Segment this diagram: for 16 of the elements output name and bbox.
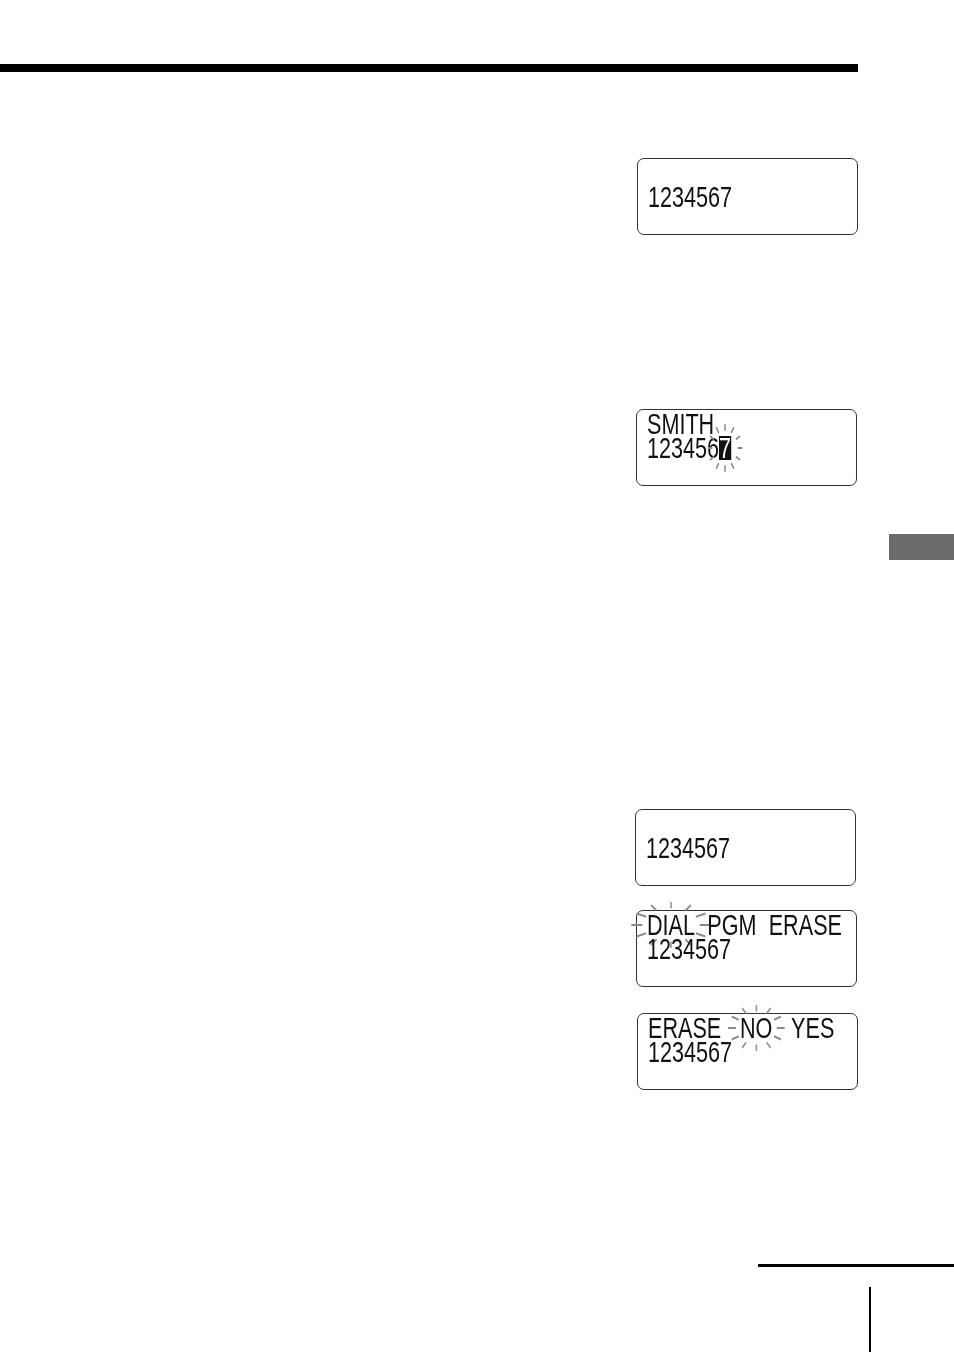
lcd-text: 1234567 (648, 1040, 733, 1064)
lcd-text: 1234567 (648, 185, 733, 209)
lcd-text: PGM (707, 913, 757, 937)
lcd-text: ERASE (768, 913, 842, 937)
cursor-digit: 7 (719, 436, 732, 460)
lcd-text: SMITH (647, 412, 715, 436)
lcd-text: ERASE (648, 1016, 722, 1040)
lcd-display (637, 158, 858, 235)
lcd-text: 123456 (647, 436, 720, 460)
lcd-display (636, 409, 857, 486)
lcd-text: 1234567 (647, 937, 732, 961)
lcd-text: NO (739, 1016, 773, 1040)
lcd-text: 1234567 (646, 836, 731, 860)
lcd-text: DIAL (647, 913, 696, 937)
lcd-display (635, 809, 856, 886)
lcd-text: YES (791, 1016, 835, 1040)
